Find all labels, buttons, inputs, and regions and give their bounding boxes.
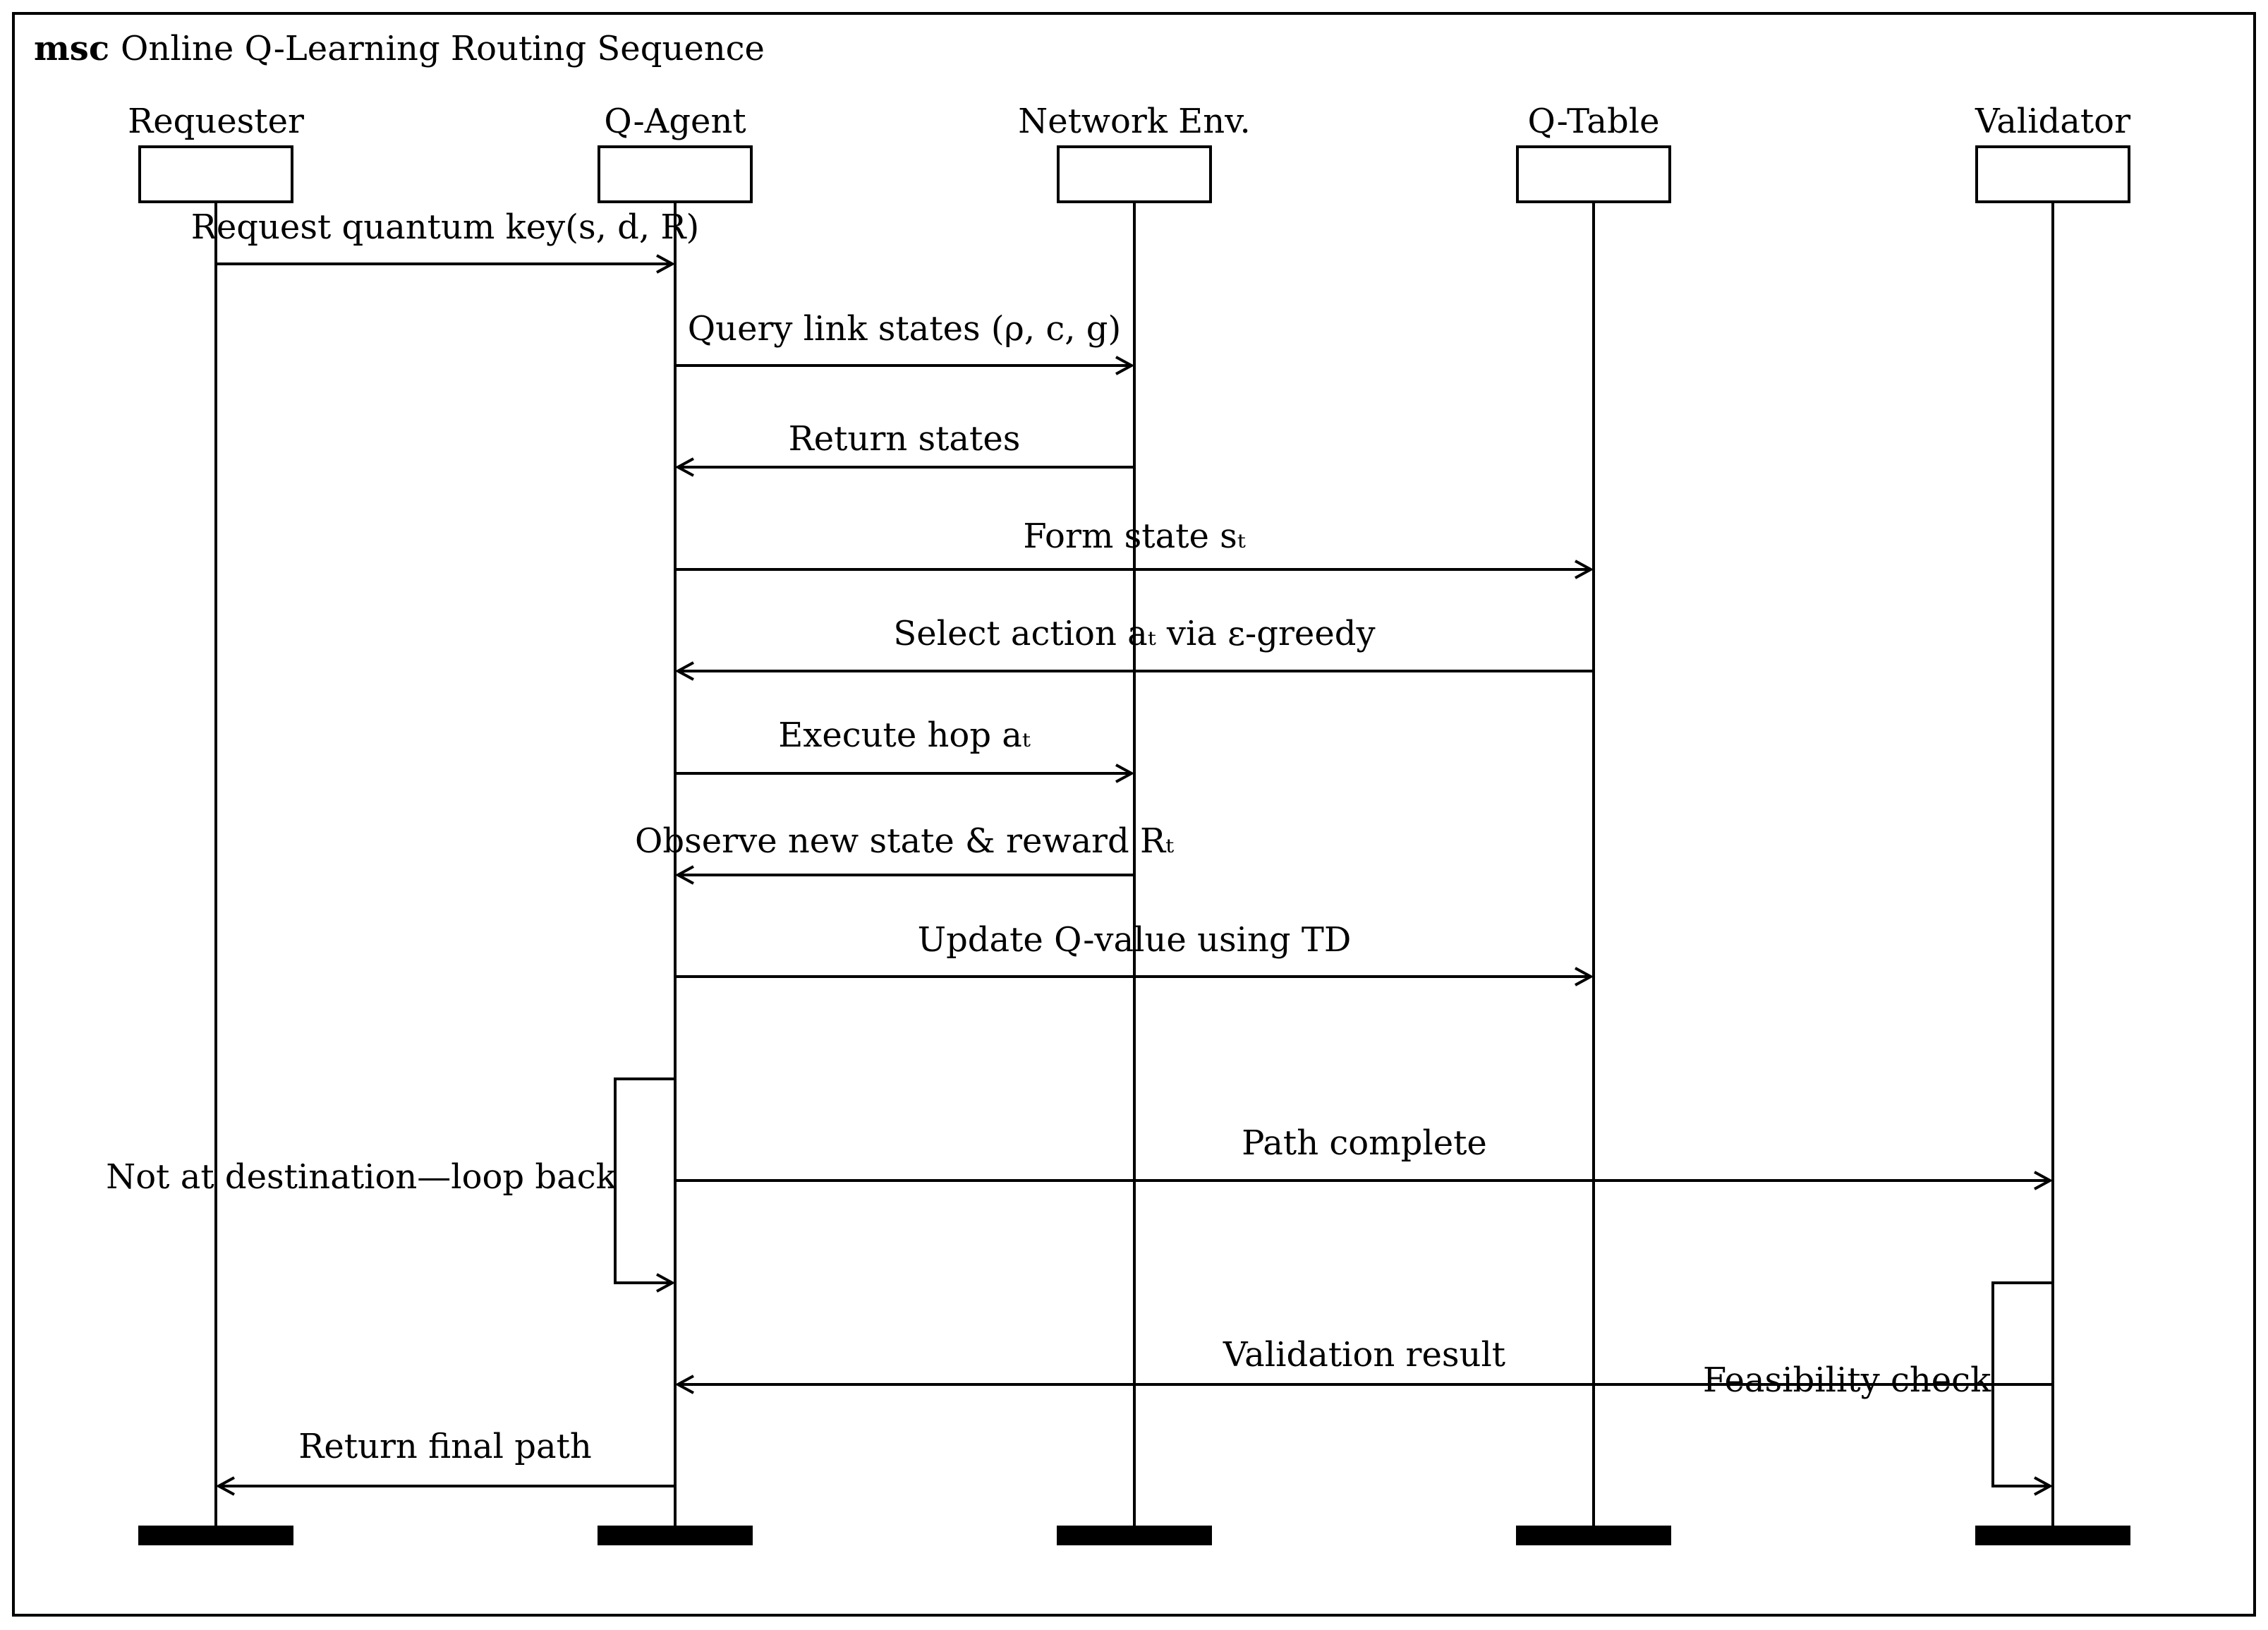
message-label: Return states bbox=[789, 419, 1021, 459]
arrowhead bbox=[1575, 560, 1594, 579]
message-label: Validation result bbox=[1223, 1335, 1505, 1375]
lifeline-end-qtable bbox=[1516, 1526, 1671, 1545]
message-request-key: Request quantum key(s, d, R) bbox=[191, 207, 700, 274]
message-form-state: Form state sₜ bbox=[675, 517, 1594, 579]
self-message-feasibility-check: Feasibility check bbox=[1703, 1281, 2054, 1496]
title-keyword: msc bbox=[34, 29, 109, 68]
message-path-complete: Path complete bbox=[675, 1123, 2054, 1190]
arrowhead bbox=[1115, 763, 1135, 783]
arrowhead bbox=[674, 1375, 694, 1394]
participant-head-qtable bbox=[1516, 145, 1671, 203]
self-message-label: Feasibility check bbox=[1703, 1360, 1991, 1400]
lifeline-end-validator bbox=[1975, 1526, 2130, 1545]
message-label: Observe new state & reward Rₜ bbox=[635, 821, 1174, 861]
participant-env: Network Env. bbox=[1018, 102, 1251, 1545]
participant-agent: Q-Agent bbox=[598, 102, 753, 1545]
arrowhead bbox=[674, 457, 694, 477]
message-label: Form state sₜ bbox=[1023, 517, 1245, 556]
participant-label-qtable: Q-Table bbox=[1527, 102, 1659, 141]
message-label: Select action aₜ via ε-greedy bbox=[893, 614, 1375, 653]
message-validation-result: Validation result bbox=[674, 1335, 2053, 1394]
arrowhead bbox=[656, 1273, 676, 1293]
message-label: Return final path bbox=[298, 1427, 592, 1466]
arrowhead bbox=[674, 661, 694, 681]
participant-validator: Validator bbox=[1975, 102, 2130, 1545]
participant-label-env: Network Env. bbox=[1018, 102, 1251, 141]
message-label: Query link states (ρ, c, g) bbox=[688, 309, 1121, 349]
message-label: Path complete bbox=[1242, 1123, 1487, 1163]
arrowhead bbox=[2034, 1171, 2054, 1190]
message-label: Request quantum key(s, d, R) bbox=[191, 207, 700, 247]
arrowhead bbox=[2034, 1476, 2054, 1496]
message-observe-reward: Observe new state & reward Rₜ bbox=[635, 821, 1174, 885]
participant-label-validator: Validator bbox=[1975, 102, 2130, 141]
participant-requester: Requester bbox=[128, 102, 304, 1545]
participant-label-agent: Q-Agent bbox=[604, 102, 746, 141]
participant-head-validator bbox=[1975, 145, 2130, 203]
message-select-action: Select action aₜ via ε-greedy bbox=[674, 614, 1594, 681]
message-execute-hop: Execute hop aₜ bbox=[675, 716, 1135, 783]
title-text: Online Q-Learning Routing Sequence bbox=[121, 29, 765, 68]
lifeline-end-agent bbox=[598, 1526, 753, 1545]
message-query-link-states: Query link states (ρ, c, g) bbox=[675, 309, 1135, 375]
arrowhead bbox=[674, 865, 694, 885]
message-update-q-value: Update Q-value using TD bbox=[675, 920, 1594, 986]
participant-head-env bbox=[1057, 145, 1212, 203]
message-return-states: Return states bbox=[674, 419, 1134, 477]
diagram-title: msc Online Q-Learning Routing Sequence bbox=[34, 29, 765, 68]
message-return-final-path: Return final path bbox=[215, 1427, 675, 1496]
arrowhead bbox=[1115, 356, 1135, 375]
arrowhead bbox=[215, 1476, 235, 1496]
participant-head-requester bbox=[138, 145, 293, 203]
lifeline-end-requester bbox=[138, 1526, 293, 1545]
participant-label-requester: Requester bbox=[128, 102, 304, 141]
self-loop-arrow bbox=[614, 1077, 675, 1284]
lifeline-end-env bbox=[1057, 1526, 1212, 1545]
message-label: Execute hop aₜ bbox=[778, 716, 1031, 755]
participant-qtable: Q-Table bbox=[1516, 102, 1671, 1545]
arrowhead bbox=[1575, 967, 1594, 986]
self-message-loop-back: Not at destination—loop back bbox=[106, 1077, 676, 1293]
diagram-frame bbox=[12, 12, 2256, 1617]
arrowhead bbox=[656, 254, 676, 274]
message-label: Update Q-value using TD bbox=[918, 920, 1352, 960]
self-message-label: Not at destination—loop back bbox=[106, 1157, 617, 1197]
participant-head-agent bbox=[598, 145, 753, 203]
